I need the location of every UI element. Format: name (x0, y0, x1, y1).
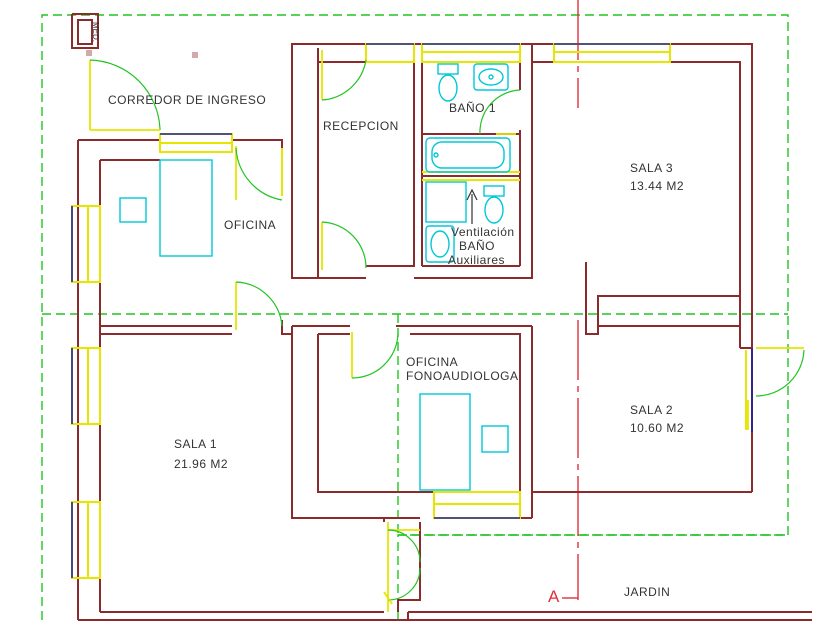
section-cut-line (562, 0, 579, 600)
desk-speech-office (419, 393, 471, 491)
windows (71, 43, 753, 579)
sink-aux-icon (425, 225, 455, 263)
furniture (119, 63, 511, 491)
shower-icon (425, 181, 467, 223)
bathtub-icon (425, 137, 511, 173)
ventilation-label-3: Auxiliares (448, 253, 505, 267)
section-mark-label: A (548, 587, 560, 606)
meter-box: MED. (71, 13, 198, 58)
speech-office-label-1: OFICINA (406, 355, 458, 369)
doors (89, 50, 805, 612)
desk-office (159, 159, 213, 257)
reception-label: RECEPCION (323, 119, 399, 133)
room1-name: SALA 1 (174, 437, 217, 451)
room2-name: SALA 2 (630, 403, 673, 417)
corridor-label: CORREDOR DE INGRESO (108, 93, 266, 107)
labels: CORREDOR DE INGRESO RECEPCION BAÑO 1 OFI… (108, 93, 684, 606)
sink-icon (473, 63, 509, 91)
chair-speech-office (481, 425, 509, 453)
speech-office-label-2: FONOAUDIOLOGA (406, 369, 519, 383)
ventilation-label-1: Ventilación (451, 225, 515, 239)
toilet-icon (437, 63, 459, 75)
room3-name: SALA 3 (630, 161, 673, 175)
ventilation-arrow (466, 188, 478, 224)
room2-area: 10.60 M2 (630, 421, 684, 435)
toilet-aux-icon (483, 185, 505, 197)
room3-area: 13.44 M2 (630, 179, 684, 193)
garden-label: JARDIN (624, 585, 670, 599)
ventilation-label-2: BAÑO (459, 239, 495, 253)
room1-area: 21.96 M2 (174, 457, 228, 471)
guide-lines (41, 14, 789, 620)
chair-office (119, 197, 147, 223)
bathroom-label: BAÑO 1 (449, 101, 496, 115)
meter-box-label: MED. (91, 22, 100, 42)
office-label: OFICINA (224, 218, 276, 232)
walls (77, 43, 812, 621)
